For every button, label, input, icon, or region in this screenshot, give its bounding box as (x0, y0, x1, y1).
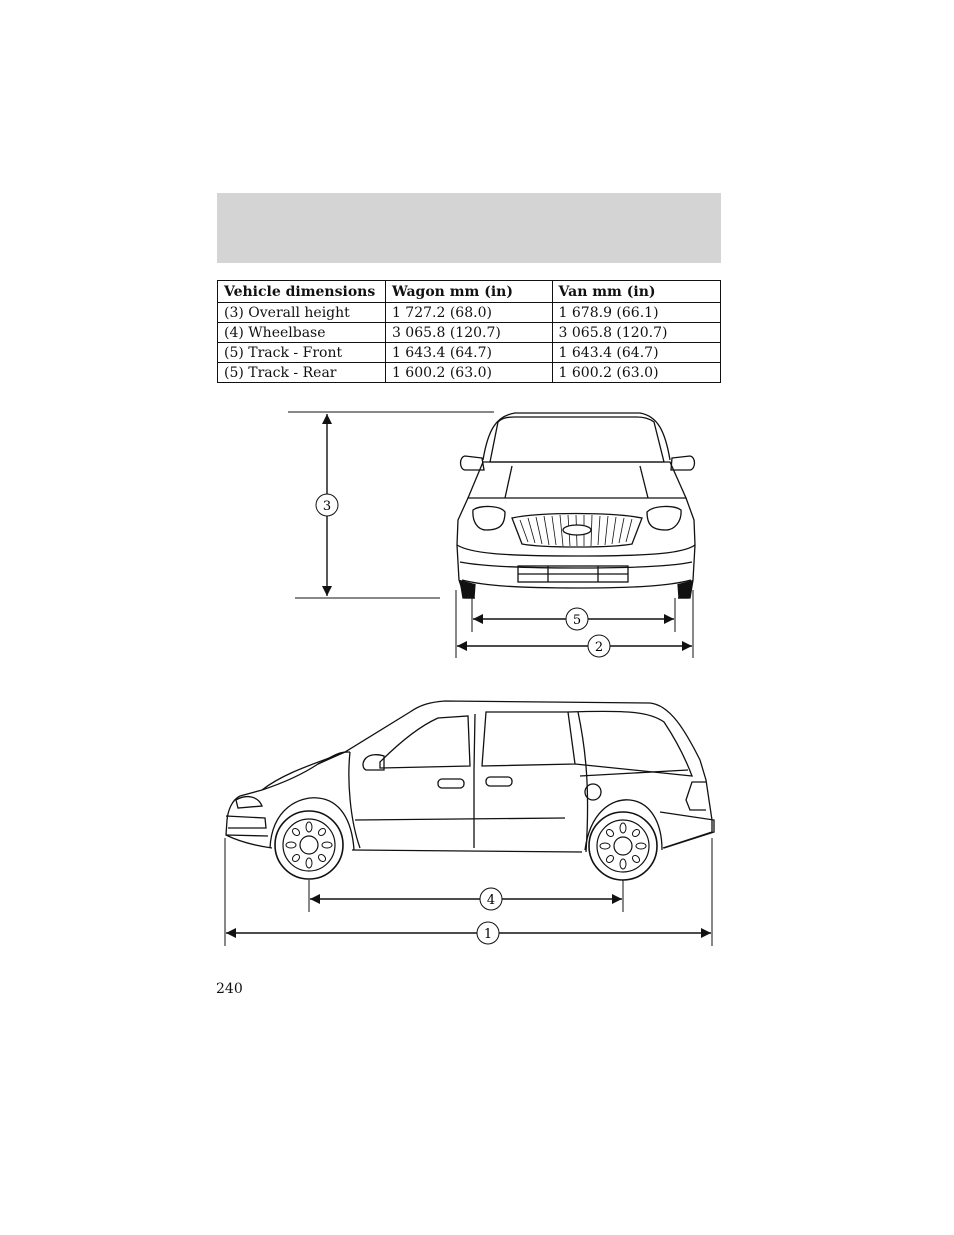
vehicle-dimensions-table: Vehicle dimensions Wagon mm (in) Van mm … (217, 280, 722, 383)
callout-circle (476, 921, 500, 945)
callout-label-width: 2 (595, 640, 603, 655)
callout-label-wheelbase: 4 (487, 893, 495, 908)
overall-width-dimension (455, 590, 694, 658)
table-header-row: Vehicle dimensions Wagon mm (in) Van mm … (217, 280, 722, 303)
wagon-value: 1 727.2 (68.0) (384, 302, 553, 323)
callout-circle (479, 887, 503, 911)
table-row: (4) Wheelbase 3 065.8 (120.7) 3 065.8 (1… (217, 322, 722, 343)
front-wheel (274, 810, 344, 880)
rear-wheel (588, 811, 658, 881)
van-front-view (456, 412, 696, 599)
callout-circle (315, 493, 339, 517)
van-value: 1 643.4 (64.7) (551, 342, 722, 363)
overall-height-dimension (288, 411, 494, 599)
table-row: (5) Track - Rear 1 600.2 (63.0) 1 600.2 … (217, 362, 722, 383)
header-vehicle-dimensions: Vehicle dimensions (217, 280, 386, 303)
table-row: (3) Overall height 1 727.2 (68.0) 1 678.… (217, 302, 722, 323)
row-label: (4) Wheelbase (217, 322, 386, 343)
callout-label-height: 3 (323, 499, 331, 514)
van-value: 1 600.2 (63.0) (551, 362, 722, 383)
wagon-value: 1 600.2 (63.0) (384, 362, 553, 383)
row-label: (5) Track - Rear (217, 362, 386, 383)
track-dimension (471, 598, 676, 632)
wheelbase-dimension (308, 880, 624, 912)
page-number: 240 (216, 981, 243, 997)
callout-circle (565, 607, 589, 631)
van-side-view (225, 700, 715, 853)
van-value: 1 678.9 (66.1) (551, 302, 722, 323)
callout-circle (587, 634, 611, 658)
callout-label-track: 5 (573, 613, 581, 628)
row-label: (3) Overall height (217, 302, 386, 323)
section-header-band (217, 193, 721, 263)
overall-length-dimension (224, 838, 713, 946)
callout-label-length: 1 (484, 927, 492, 942)
